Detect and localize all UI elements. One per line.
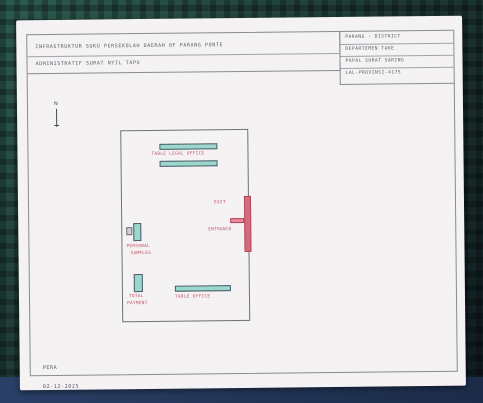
top-table-label: TABLE LEGAL OFFICE xyxy=(151,151,205,157)
north-arrow-icon: N xyxy=(52,101,62,131)
date-text: 02-12-2025 xyxy=(42,383,80,391)
north-label: N xyxy=(53,100,58,107)
info-line-4: LAL-PROVINSI-4175 xyxy=(345,70,402,76)
title-line-2: ADMINISTRATIF SURAT NYIL TAPU xyxy=(35,60,141,68)
title-line-1: INFRASTRUKTUR SUKU PERSEKOLAH DAERAH OF … xyxy=(35,42,224,51)
signature-text: PERA xyxy=(42,364,58,372)
info-divider xyxy=(340,66,455,69)
info-line-1: PARANG - DISTRICT xyxy=(345,34,401,40)
info-line-3: PAPAL SURAT SARING xyxy=(345,58,405,64)
left-table-label-2: SAMPLES xyxy=(130,250,152,257)
top-table-upper xyxy=(159,143,218,150)
left-table xyxy=(133,223,142,242)
info-box: PARANG - DISTRICT DEPARTEMEN TAKE PAPAL … xyxy=(339,30,455,85)
drawing-frame: INFRASTRUKTUR SUKU PERSEKOLAH DAERAH OF … xyxy=(26,29,458,390)
left-table-label-1: PERSONAL xyxy=(126,243,151,250)
door-marker xyxy=(243,195,252,252)
entrance-marker xyxy=(230,217,245,224)
small-box-marker xyxy=(126,227,133,236)
entrance-label: ENTRANCE xyxy=(208,227,232,233)
bottom-left-table xyxy=(133,274,143,293)
info-divider xyxy=(340,42,455,45)
title-block: INFRASTRUKTUR SUKU PERSEKOLAH DAERAH OF … xyxy=(27,31,341,75)
bottom-left-label-2: PAYMENT xyxy=(127,300,148,307)
top-table-lower xyxy=(159,160,218,167)
north-arrow-foot xyxy=(54,124,60,126)
bottom-table xyxy=(174,285,231,292)
exit-label: EXIT xyxy=(213,200,226,206)
title-divider xyxy=(27,52,340,58)
bottom-left-label-1: TOTAL xyxy=(128,294,144,300)
bottom-table-label: TABLE OFFICE xyxy=(174,294,211,300)
paper-sheet: INFRASTRUKTUR SUKU PERSEKOLAH DAERAH OF … xyxy=(16,15,466,391)
info-divider xyxy=(340,54,455,57)
floor-plan: TABLE LEGAL OFFICE EXIT ENTRANCE PERSONA… xyxy=(120,128,252,323)
info-line-2: DEPARTEMEN TAKE xyxy=(345,46,395,52)
